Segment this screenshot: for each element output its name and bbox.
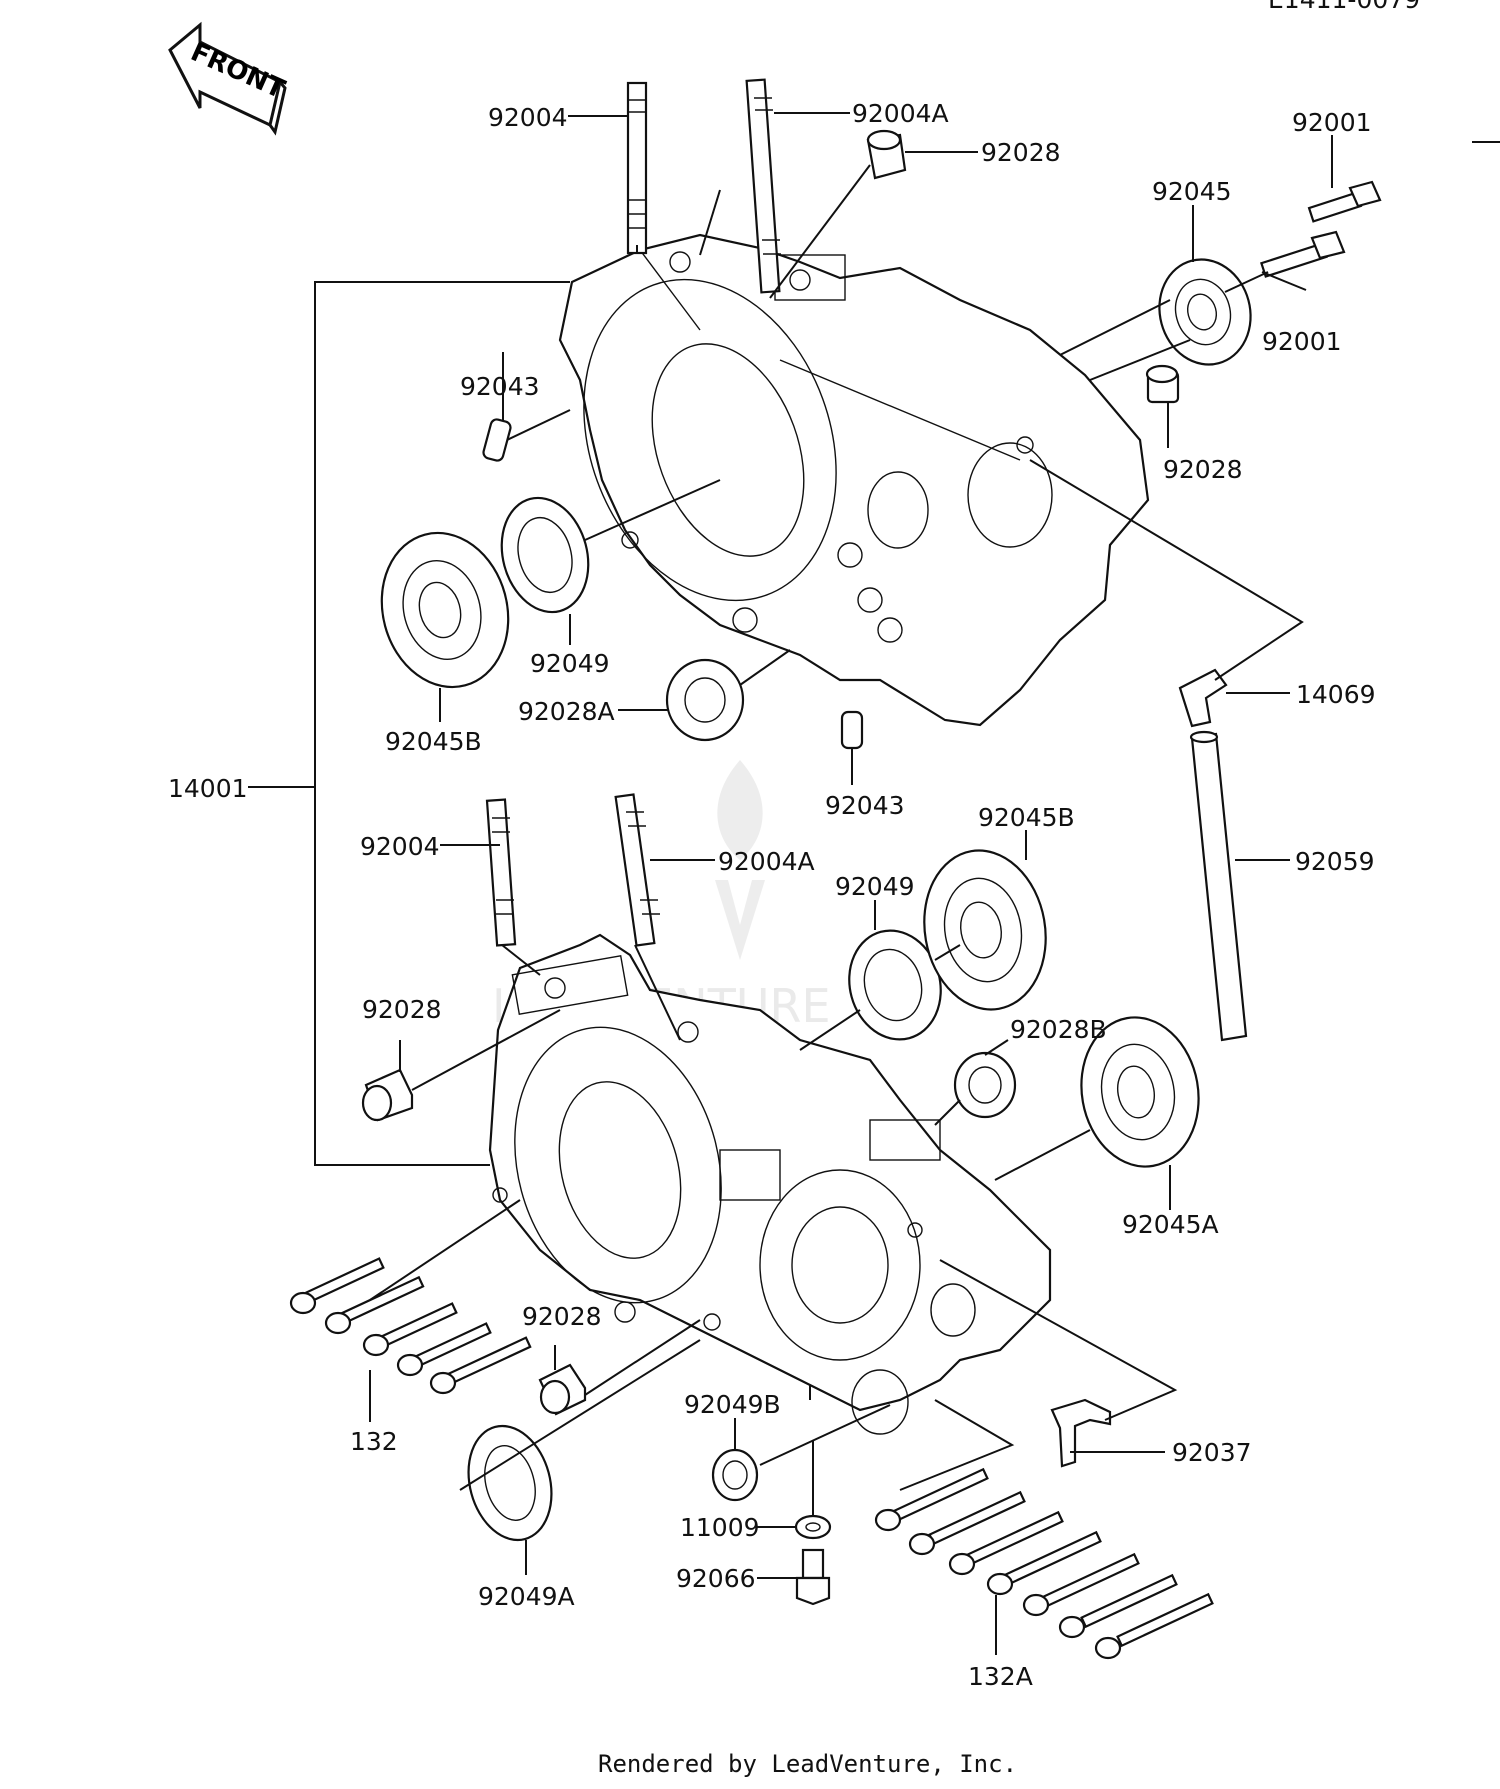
bearing-92045B-bottom [923, 849, 1047, 1011]
label-92059: 92059 [1295, 847, 1375, 876]
label-92028-right: 92028 [1163, 455, 1243, 484]
label-92049B: 92049B [684, 1390, 781, 1419]
label-92045: 92045 [1152, 177, 1232, 206]
washer-11009 [794, 1514, 832, 1540]
label-92049-top: 92049 [530, 649, 610, 678]
seal-92049-top [500, 496, 590, 614]
bushing-92028A [665, 658, 745, 742]
label-92028B: 92028B [1010, 1015, 1107, 1044]
leader-lines [248, 112, 1333, 1655]
upper-crankcase [558, 233, 1150, 727]
label-92045B-bottom: 92045B [978, 803, 1075, 832]
bolt-92001-a [1307, 180, 1382, 223]
front-arrow-icon: FRONT [168, 21, 289, 136]
label-92028-top: 92028 [981, 138, 1061, 167]
fitting-14069 [1178, 668, 1228, 728]
leadventure-logo-icon [715, 760, 765, 960]
seal-92049B [711, 1448, 759, 1502]
dowel-92028-left [361, 1068, 414, 1122]
clamp-92037 [1050, 1398, 1112, 1468]
label-92004-bottom: 92004 [360, 832, 440, 861]
label-92004A-bottom: 92004A [718, 847, 815, 876]
footer-credit: Rendered by LeadVenture, Inc. [598, 1750, 1017, 1778]
label-92004A-top: 92004A [852, 99, 949, 128]
diagram-code: E1411-0079 [1268, 0, 1420, 14]
label-132: 132 [350, 1427, 398, 1456]
pin-92043-top [482, 418, 512, 462]
bearing-92045A [1080, 1016, 1200, 1168]
label-92043-top: 92043 [460, 372, 540, 401]
bushing-92028B [953, 1051, 1017, 1119]
label-92045A: 92045A [1122, 1210, 1219, 1239]
label-92001-a: 92001 [1292, 108, 1372, 137]
label-92037: 92037 [1172, 1438, 1252, 1467]
tube-92059 [1189, 730, 1248, 1042]
pin-92043-mid [840, 710, 864, 750]
label-92004-top: 92004 [488, 103, 568, 132]
label-92028A: 92028A [518, 697, 615, 726]
bolts-132A [874, 1467, 1214, 1660]
bearing-92045 [1158, 258, 1252, 366]
stud-92004A-lower [614, 793, 660, 947]
label-92028-left: 92028 [362, 995, 442, 1024]
label-14001: 14001 [168, 774, 248, 803]
stud-92004-lower [485, 798, 517, 947]
label-92066: 92066 [676, 1564, 756, 1593]
drain-bolt-92066 [795, 1548, 831, 1606]
label-92028-low: 92028 [522, 1302, 602, 1331]
dowel-92028-top [866, 129, 907, 180]
label-11009: 11009 [680, 1513, 760, 1542]
dowel-92028-right [1145, 364, 1180, 404]
label-92049A: 92049A [478, 1582, 575, 1611]
label-92043-mid: 92043 [825, 791, 905, 820]
bearing-92045B-top [380, 531, 510, 689]
stud-92004-upper [626, 81, 648, 255]
label-132A: 132A [968, 1662, 1033, 1691]
label-92001-b: 92001 [1262, 327, 1342, 356]
dowel-92028-low [538, 1363, 587, 1416]
bolts-132 [289, 1257, 532, 1395]
lower-crankcase [488, 933, 1052, 1435]
bolt-92001-b [1260, 230, 1346, 278]
stud-92004A-upper [745, 78, 781, 294]
seal-92049A [467, 1424, 553, 1542]
label-92045B-top: 92045B [385, 727, 482, 756]
label-14069: 14069 [1296, 680, 1376, 709]
label-92049-bottom: 92049 [835, 872, 915, 901]
